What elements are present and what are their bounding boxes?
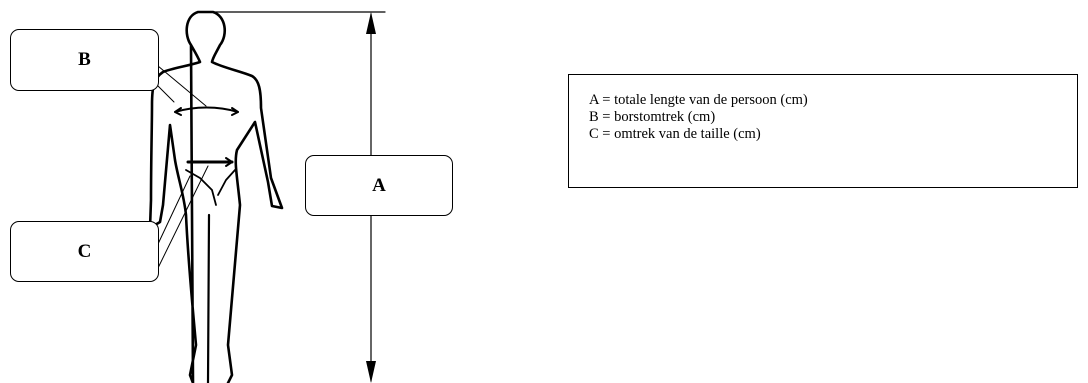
chest-arrow-right — [231, 107, 239, 116]
waist-arrow-right — [225, 157, 233, 167]
chest-arrow-left — [174, 107, 182, 116]
height-arrow-bottom — [366, 361, 376, 383]
legend-item-a: A = totale lengte van de persoon (cm) — [589, 92, 808, 108]
label-a-box: A — [305, 155, 453, 216]
label-c-box: C — [10, 221, 159, 282]
legend-box: A = totale lengte van de persoon (cm) B … — [568, 74, 1078, 188]
human-figure-outline — [148, 10, 284, 383]
hip-line-right — [217, 169, 236, 196]
leader-line-b — [157, 65, 207, 107]
label-c-text: C — [77, 240, 92, 262]
hip-line — [185, 169, 217, 206]
leader-line-c2 — [157, 175, 191, 245]
chest-measure-line — [174, 106, 239, 113]
label-a-text: A — [372, 174, 386, 196]
height-arrow-top — [366, 12, 376, 34]
label-b-box: B — [10, 29, 159, 91]
legend-item-b: B = borstomtrek (cm) — [589, 109, 716, 125]
leader-line-b2 — [157, 85, 175, 103]
leader-line-c — [157, 165, 209, 269]
legend-item-c: C = omtrek van de taille (cm) — [589, 126, 761, 142]
inner-leg-line — [206, 213, 211, 383]
label-b-text: B — [78, 49, 91, 70]
